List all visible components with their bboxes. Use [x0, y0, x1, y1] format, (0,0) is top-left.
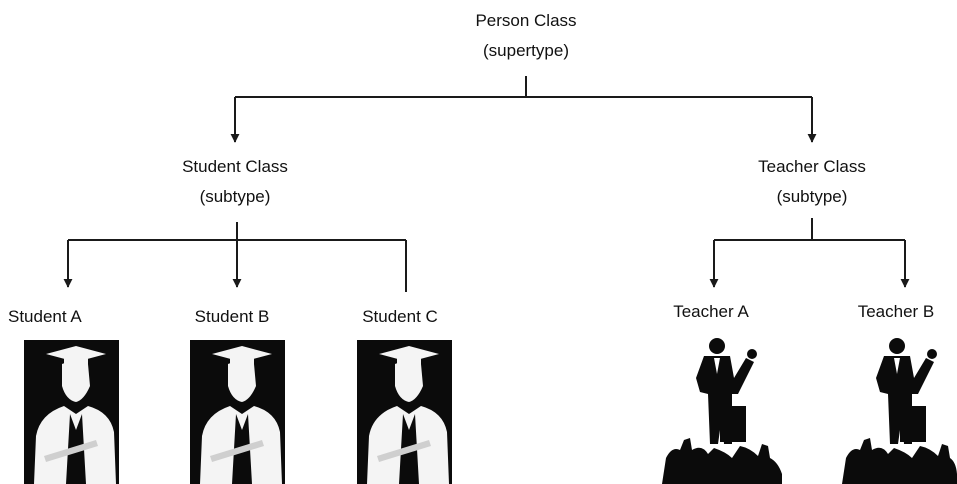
teacher-a-picture — [662, 338, 782, 484]
student-c-picture — [357, 340, 452, 484]
teacher-b-label: Teacher B — [857, 302, 935, 321]
teacher-a-label: Teacher A — [673, 302, 749, 321]
student-class-subtitle: (subtype) — [199, 187, 271, 206]
student-class-node: Student Class (subtype) — [135, 152, 335, 212]
student-a-picture — [24, 340, 119, 484]
student-class-title: Student Class — [182, 157, 288, 176]
root-node: Person Class (supertype) — [436, 6, 616, 66]
teacher-class-subtitle: (subtype) — [776, 187, 848, 206]
teacher-lecturing-silhouette-icon — [662, 338, 782, 484]
teacher-class-title: Teacher Class — [758, 157, 866, 176]
teacher-lecturing-silhouette-icon — [842, 338, 957, 484]
root-subtitle: (supertype) — [483, 41, 569, 60]
teacher-class-node: Teacher Class (subtype) — [712, 152, 912, 212]
student-b-picture — [190, 340, 285, 484]
teacher-b-picture — [842, 338, 957, 484]
student-b-label: Student B — [194, 307, 270, 326]
student-c-label: Student C — [362, 307, 438, 326]
student-a-label: Student A — [8, 307, 82, 326]
root-title: Person Class — [475, 11, 577, 30]
